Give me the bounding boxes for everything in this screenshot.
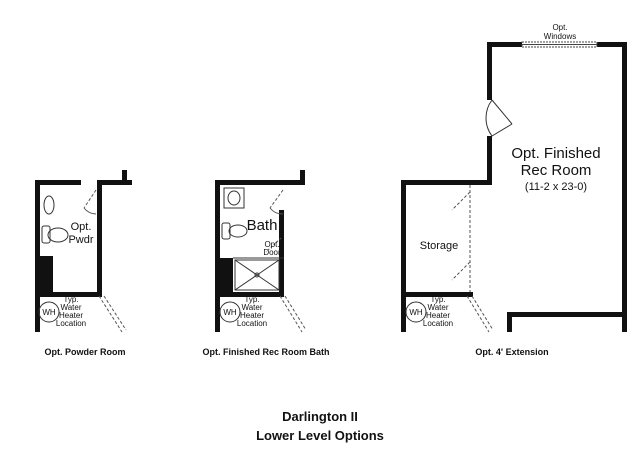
water-heater-note-line3: Heater — [426, 311, 450, 320]
bath-toilet-icon — [221, 222, 248, 240]
plan-title-line1: Darlington II — [282, 409, 358, 424]
storage-label: Storage — [420, 240, 459, 252]
optional-door-note-line2: Door — [263, 248, 281, 257]
extension-walls — [401, 42, 627, 332]
bath-label: Bath — [247, 217, 278, 234]
powder-room-door — [83, 189, 97, 215]
rec-room-dimensions: (11-2 x 23-0) — [525, 181, 587, 193]
water-heater-note-line1: Typ. — [63, 295, 78, 304]
water-heater-note-line3: Heater — [59, 311, 83, 320]
water-heater-icon: WH — [219, 301, 241, 323]
water-heater-note-line3: Heater — [240, 311, 264, 320]
powder-room-caption: Opt. Powder Room — [45, 347, 126, 357]
toilet-icon — [41, 225, 69, 244]
water-heater-abbr: WH — [223, 308, 237, 317]
water-heater-note-line4: Location — [237, 319, 267, 328]
powder-room-walls — [35, 170, 132, 332]
water-heater-icon: WH — [38, 301, 60, 323]
rec-room-bath-plan: Bath Opt. Door WH Typ. Water Heater Loca… — [202, 170, 330, 357]
sink-icon — [43, 195, 55, 215]
water-heater-note-line4: Location — [56, 319, 86, 328]
powder-room-label-line1: Opt. — [71, 221, 92, 233]
bath-door — [269, 189, 284, 215]
stair-door-swing — [466, 295, 494, 333]
water-heater-note-line1: Typ. — [244, 295, 259, 304]
extension-plan: Opt. Windows Opt. Finished Rec Room (11-… — [401, 23, 627, 357]
powder-room-label-line2: Pwdr — [68, 234, 93, 246]
water-heater-note-line2: Water — [60, 303, 81, 312]
water-heater-abbr: WH — [42, 308, 56, 317]
windows-note-line2: Windows — [544, 32, 576, 41]
rec-room-door-swing — [485, 99, 513, 137]
water-heater-note-line2: Water — [241, 303, 262, 312]
rec-room-label-line1: Opt. Finished — [511, 145, 600, 162]
windows-note-line1: Opt. — [552, 23, 567, 32]
optional-door-note-line1: Opt. — [264, 240, 279, 249]
optional-door-swing — [265, 237, 282, 253]
powder-room-plan: Opt. Pwdr WH Typ. Water Heater Location … — [35, 170, 132, 357]
stair-door-swing — [279, 295, 307, 333]
bath-walls — [215, 170, 305, 332]
water-heater-abbr: WH — [409, 308, 423, 317]
storage-doors — [451, 185, 471, 292]
extension-caption: Opt. 4' Extension — [475, 347, 548, 357]
rec-room-label-line2: Rec Room — [521, 162, 592, 179]
window-icon — [521, 41, 598, 48]
shower-icon — [234, 259, 280, 291]
bath-sink-icon — [223, 187, 245, 209]
water-heater-icon: WH — [405, 301, 427, 323]
rec-room-bath-caption: Opt. Finished Rec Room Bath — [202, 347, 329, 357]
water-heater-note-line2: Water — [427, 303, 448, 312]
stair-door-swing — [98, 295, 127, 333]
water-heater-note-line1: Typ. — [430, 295, 445, 304]
plan-title-line2: Lower Level Options — [256, 428, 384, 443]
water-heater-note-line4: Location — [423, 319, 453, 328]
